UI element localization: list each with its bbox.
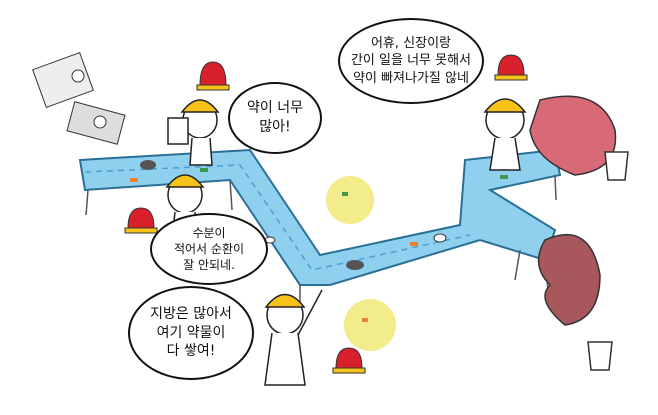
kidney xyxy=(537,234,601,326)
bucket-icon xyxy=(587,151,629,371)
speech-bubble-too-much-medicine: 약이 너무 많아! xyxy=(228,82,322,154)
pill-box-icon xyxy=(32,52,126,145)
speech-bubble-fat-accumulation: 지방은 많아서 여기 약물이 다 쌓여! xyxy=(128,286,254,380)
speech-bubble-kidney-liver: 어휴, 신장이랑 간이 일을 너무 못해서 약이 빠져나가질 않네 xyxy=(338,18,484,104)
fat-cluster xyxy=(326,176,396,351)
speech-bubble-low-water: 수분이 적어서 순환이 잘 안되네. xyxy=(150,213,268,285)
siren-icon xyxy=(124,54,528,374)
water-channel xyxy=(78,148,562,315)
pill-icon xyxy=(130,160,508,270)
